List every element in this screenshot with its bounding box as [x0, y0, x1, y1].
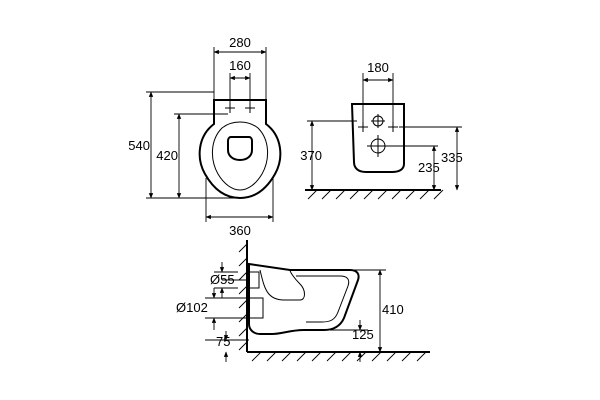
seat-fixing-left [225, 103, 235, 113]
seat-fixing-right [245, 103, 255, 113]
dim-420: 420 [156, 148, 178, 163]
dim-235: 235 [418, 160, 440, 175]
dim-360: 360 [229, 223, 251, 238]
rear-view: 180 370 335 235 [300, 60, 463, 200]
dim-540: 540 [128, 138, 150, 153]
dim-410: 410 [382, 302, 404, 317]
dim-180: 180 [367, 60, 389, 75]
bowl-side-inner-rim [296, 275, 350, 323]
bowl-side-trap [259, 269, 305, 301]
dim-dia-55: Ø55 [210, 272, 235, 287]
side-floor-hatching [251, 351, 427, 362]
dim-dia-102: Ø102 [176, 300, 208, 315]
rear-bolt-top [371, 114, 385, 128]
dim-370: 370 [300, 148, 322, 163]
bowl-water-hole [227, 136, 253, 162]
bowl-side-profile [248, 262, 360, 335]
side-view: Ø55 Ø102 75 410 125 [176, 240, 430, 362]
dim-75: 75 [216, 334, 230, 349]
rear-floor-hatching [307, 189, 444, 200]
dim-160: 160 [229, 58, 251, 73]
bowl-inner-rim [212, 121, 268, 191]
dim-125: 125 [352, 327, 374, 342]
rear-outlet [367, 135, 389, 157]
dim-335: 335 [441, 150, 463, 165]
rear-bolt-right [388, 122, 398, 132]
side-wall-hatching [238, 243, 248, 351]
rear-bolt-left [358, 122, 368, 132]
side-inlet-pipe [248, 297, 264, 319]
dim-280: 280 [229, 35, 251, 50]
front-view: 280 160 540 420 360 [128, 35, 282, 238]
